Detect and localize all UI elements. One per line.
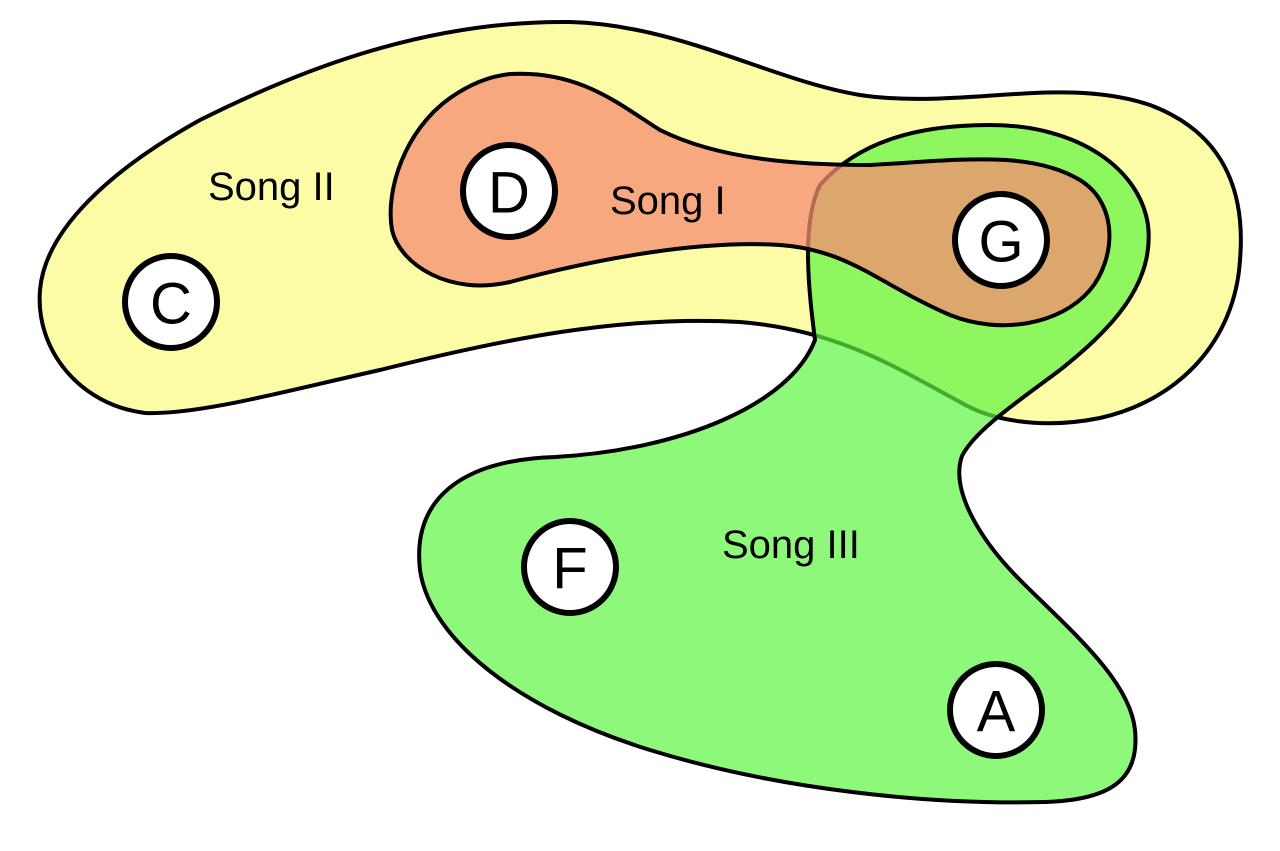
- song-iii-label: Song III: [722, 523, 860, 567]
- song-ii-label: Song II: [208, 165, 335, 209]
- node-d: D: [460, 142, 558, 240]
- song-i-region: [388, 71, 1112, 328]
- node-a-label: A: [977, 680, 1016, 745]
- node-c-label: C: [150, 272, 192, 337]
- node-g-label: G: [978, 210, 1023, 275]
- node-c: C: [122, 253, 220, 351]
- song-i-label: Song I: [610, 179, 726, 223]
- node-f: F: [521, 518, 619, 616]
- node-d-label: D: [488, 161, 530, 226]
- node-a: A: [947, 661, 1045, 759]
- node-g: G: [952, 191, 1050, 289]
- node-f-label: F: [552, 537, 587, 602]
